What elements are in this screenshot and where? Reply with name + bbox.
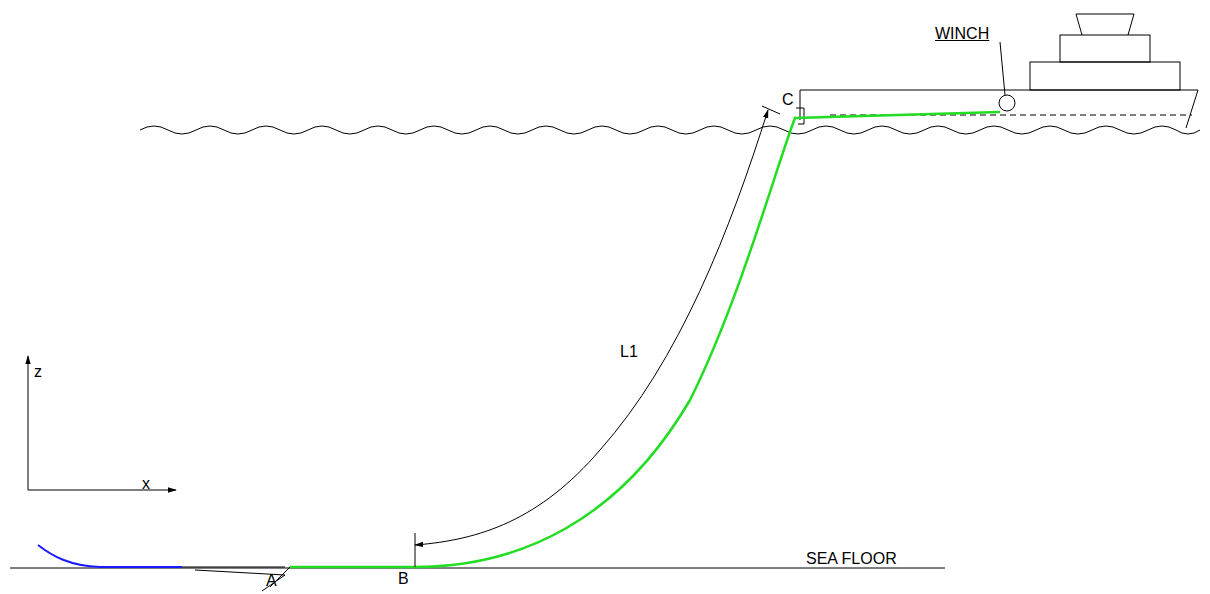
axis-label: z: [34, 364, 42, 380]
buried-cable: [38, 545, 182, 567]
winch-leader: [1000, 42, 1005, 95]
ship-hull: [800, 90, 1198, 128]
z-axis: [28, 356, 29, 490]
dimension-line: [415, 110, 768, 545]
point-label: C: [782, 92, 794, 108]
sea-surface: [140, 126, 1200, 134]
ship-funnel: [1076, 14, 1134, 35]
dimension-tick: [762, 106, 780, 114]
plough-tool: [180, 567, 290, 591]
sea-floor-label: SEA FLOOR: [806, 551, 897, 567]
ship-bridge: [1060, 35, 1150, 62]
winch-label: WINCH: [935, 26, 989, 42]
dimension-tick: [415, 533, 416, 567]
winch-drum: [999, 95, 1015, 111]
point-label: B: [398, 571, 409, 587]
laid-cable: [290, 112, 1000, 567]
x-axis: [28, 490, 176, 491]
axis-label: x: [142, 476, 150, 492]
ship-deckhouse: [1030, 62, 1180, 90]
dimension-label: L1: [620, 344, 638, 360]
point-label: A: [266, 573, 277, 589]
stern-sheave: [796, 108, 804, 124]
